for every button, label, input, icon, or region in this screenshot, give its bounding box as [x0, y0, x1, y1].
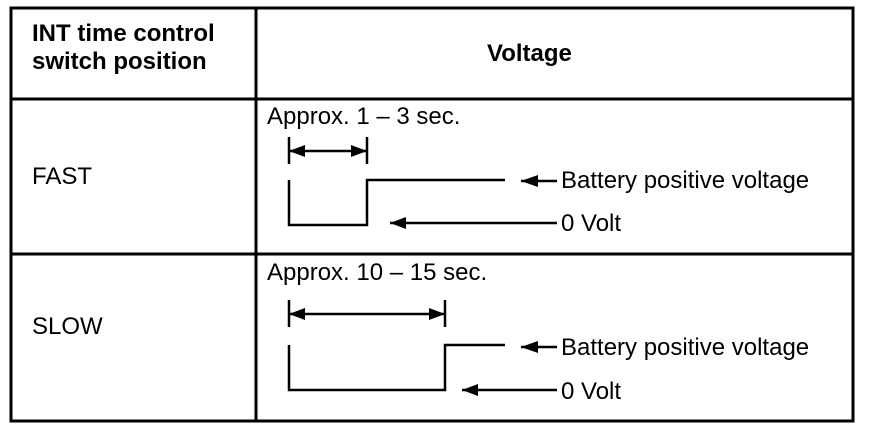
high-level-label-slow: Battery positive voltage: [561, 334, 810, 361]
high-level-label-fast: Battery positive voltage: [561, 167, 810, 194]
row-position-fast: FAST: [32, 163, 93, 190]
low-level-label-slow: 0 Volt: [561, 378, 622, 405]
slow-waveform: [287, 300, 557, 396]
table-border: [9, 6, 855, 423]
duration-slow: Approx. 10 – 15 sec.: [267, 259, 488, 286]
header-position: INT time control switch position: [32, 20, 215, 76]
fast-waveform: [287, 137, 557, 229]
row-position-slow: SLOW: [32, 313, 103, 340]
low-level-label-fast: 0 Volt: [561, 210, 622, 237]
header-position-line1: INT time control: [32, 20, 215, 47]
duration-fast: Approx. 1 – 3 sec.: [267, 103, 461, 130]
header-voltage: Voltage: [487, 40, 572, 67]
header-position-line2: switch position: [32, 48, 207, 75]
